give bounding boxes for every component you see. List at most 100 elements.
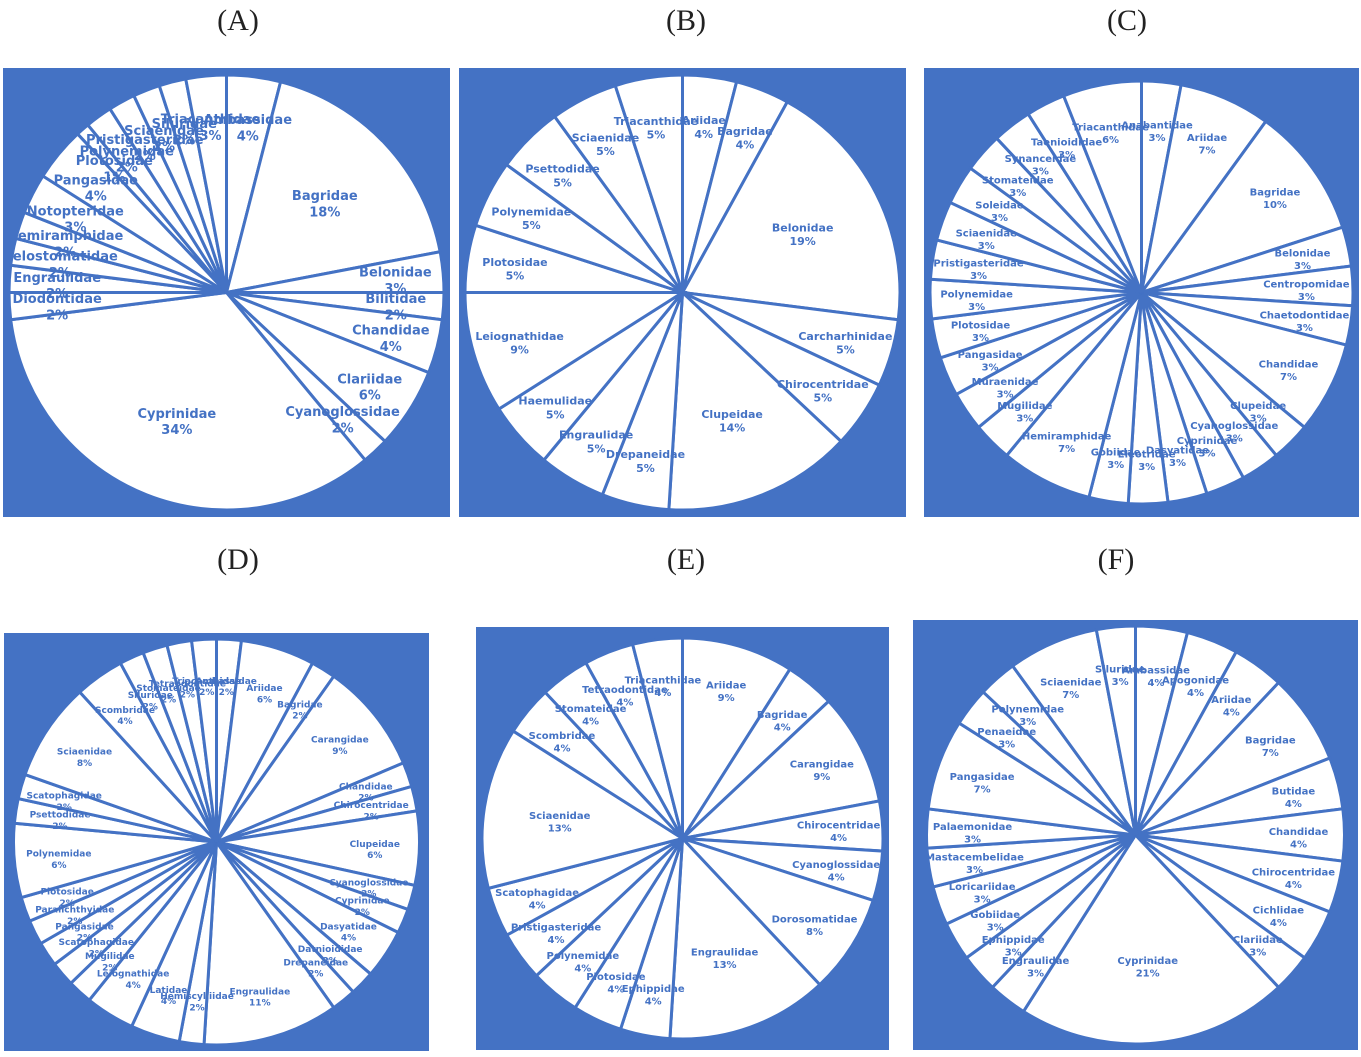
pie-slice-bagridae — [224, 80, 442, 295]
panel-title-b: (B) — [666, 4, 706, 37]
pie-slice-engraulidae — [668, 834, 822, 1041]
pie-slice-ariidae — [681, 636, 793, 844]
pie-slice-carangidae — [677, 699, 882, 841]
pie-slice-leiognathidae — [463, 291, 688, 412]
pie-slice-sciaenidae — [480, 728, 687, 891]
pie-slice-cyprinidae — [9, 290, 368, 512]
pie-slice-siluridae — [1094, 624, 1137, 836]
panel-title-f: (F) — [1097, 543, 1135, 576]
panel-title-d: (D) — [217, 543, 259, 576]
pie-slice-clupeidae — [667, 289, 844, 512]
panel-title-c: (C) — [1107, 4, 1147, 37]
panel-title-e: (E) — [666, 543, 706, 576]
pie-slice-triacanthidae — [613, 73, 684, 293]
pie-slice-cyprinidae — [1021, 832, 1281, 1046]
pie-slice-sciaenidae — [23, 689, 218, 844]
panel-title-a: (A) — [217, 4, 259, 37]
pie-slice-carangidae — [212, 674, 406, 846]
